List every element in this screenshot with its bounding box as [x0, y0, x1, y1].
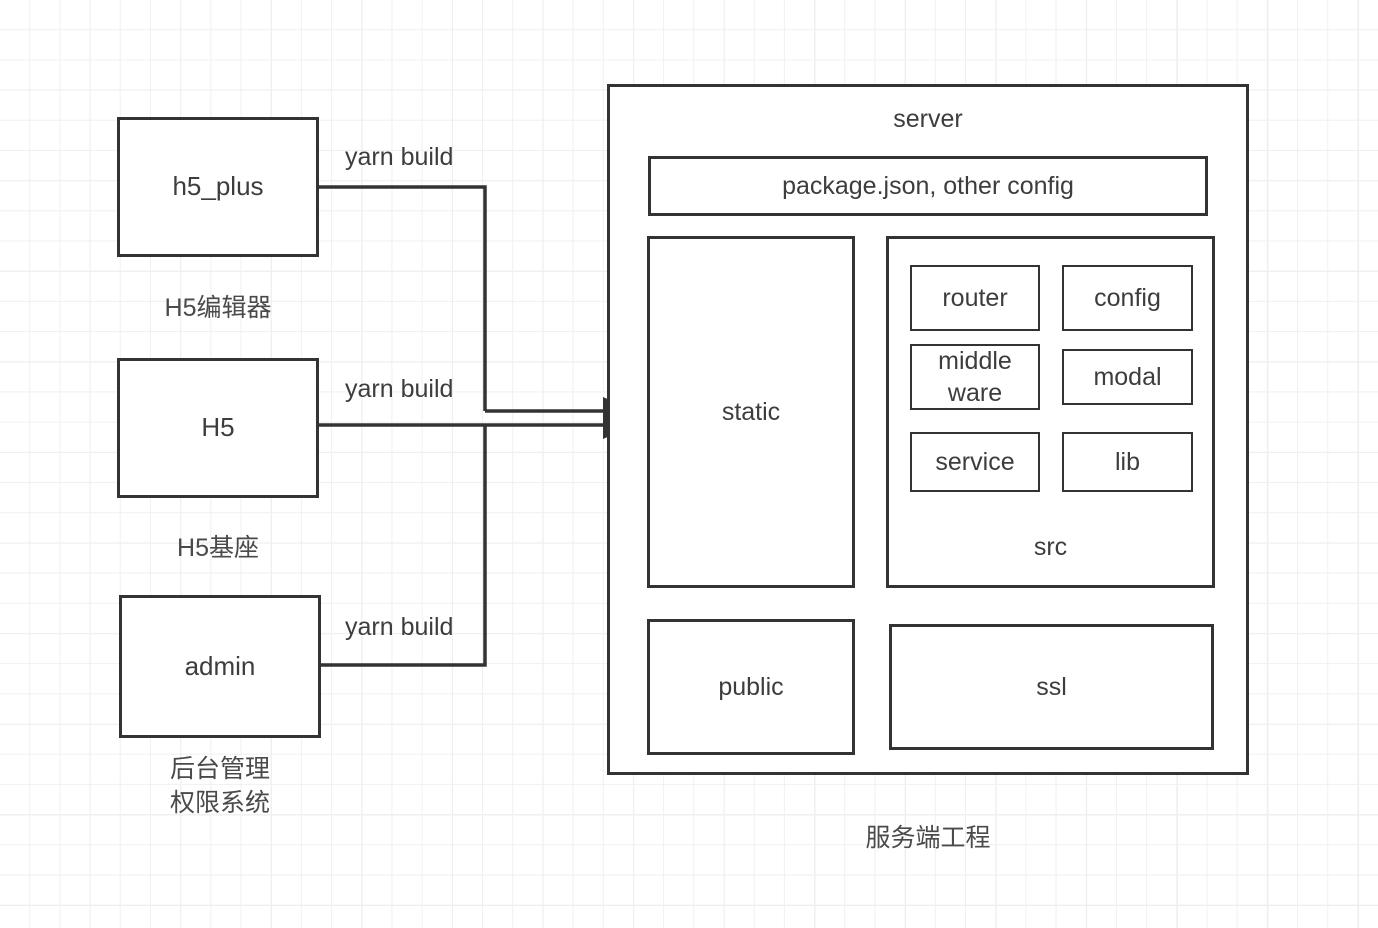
server-public-label: public	[718, 673, 784, 701]
edge-label-h5-plus-build: yarn build	[345, 143, 454, 171]
node-h5[interactable]: H5	[117, 358, 319, 498]
src-item-router-label: router	[942, 284, 1008, 312]
src-item-config[interactable]: config	[1062, 265, 1193, 331]
src-item-middleware[interactable]: middle ware	[910, 344, 1040, 410]
src-item-service-label: service	[935, 448, 1015, 476]
src-label: src	[1033, 533, 1068, 561]
server-ssl-label: ssl	[1036, 673, 1067, 701]
node-admin[interactable]: admin	[119, 595, 321, 738]
caption-server-project: 服务端工程	[865, 824, 991, 852]
caption-admin: 后台管理 权限系统	[169, 755, 270, 817]
node-h5-plus-label: h5_plus	[172, 171, 264, 202]
src-item-modal[interactable]: modal	[1062, 349, 1193, 405]
src-item-lib-label: lib	[1114, 448, 1140, 476]
src-item-modal-label: modal	[1093, 363, 1162, 391]
src-item-config-label: config	[1094, 284, 1161, 312]
server-config-label: package.json, other config	[782, 172, 1074, 200]
caption-h5: H5基座	[177, 534, 259, 562]
server-static-label: static	[721, 398, 781, 426]
node-h5-label: H5	[201, 412, 235, 443]
src-item-router[interactable]: router	[910, 265, 1040, 331]
edge-label-admin-build: yarn build	[345, 613, 454, 641]
server-public-box[interactable]: public	[647, 619, 855, 755]
node-admin-label: admin	[184, 650, 256, 681]
server-label: server	[893, 105, 963, 133]
src-item-middleware-label: middle ware	[938, 347, 1012, 407]
server-static-box[interactable]: static	[647, 236, 855, 588]
src-item-lib[interactable]: lib	[1062, 432, 1193, 492]
server-config-box[interactable]: package.json, other config	[648, 156, 1208, 216]
server-ssl-box[interactable]: ssl	[889, 624, 1214, 750]
edge-label-h5-build: yarn build	[345, 375, 454, 403]
src-item-service[interactable]: service	[910, 432, 1040, 492]
caption-h5-plus: H5编辑器	[164, 294, 272, 322]
node-h5-plus[interactable]: h5_plus	[117, 117, 319, 257]
